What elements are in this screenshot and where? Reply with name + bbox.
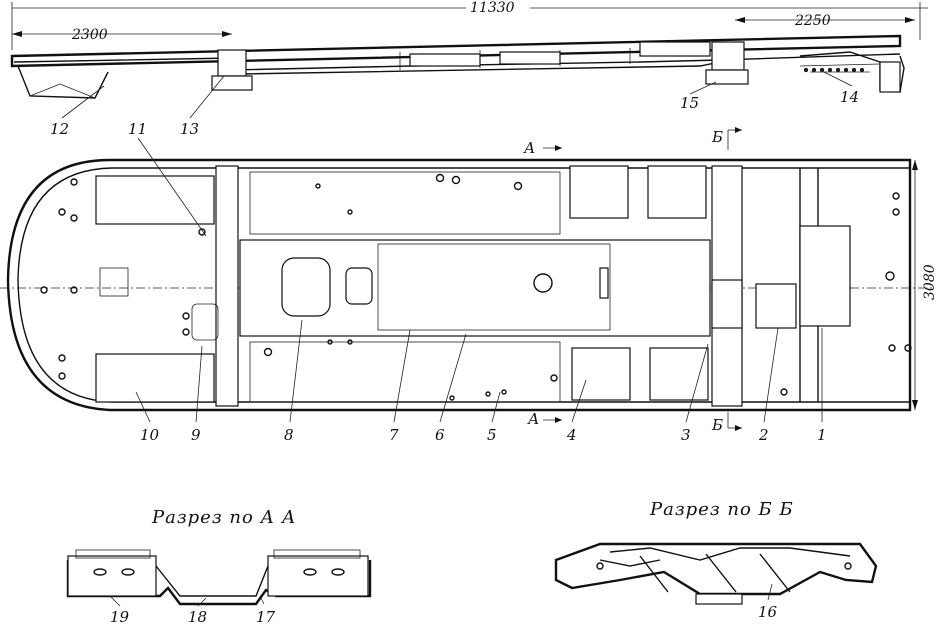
section-mark-b-bottom: Б (711, 416, 723, 434)
callout-10: 10 (140, 426, 160, 444)
section-mark-b-top: Б (711, 128, 723, 146)
callout-19: 19 (110, 608, 130, 626)
callout-1: 1 (817, 426, 827, 444)
callout-16: 16 (758, 603, 778, 621)
plan-view: А А Б Б 3080 (0, 127, 938, 434)
callout-18: 18 (188, 608, 207, 626)
side-bolt-row (803, 67, 865, 73)
dim-overall-length: 11330 (470, 0, 515, 16)
section-mark-a-bottom: А (527, 410, 539, 428)
callout-8: 8 (284, 426, 294, 444)
callout-3: 3 (681, 426, 691, 444)
dim-left-overhang: 2300 (71, 27, 108, 43)
plan-holes (40, 173, 912, 401)
section-mark-a-top: А (523, 139, 535, 157)
side-view: 11330 2300 2250 (10, 0, 928, 99)
callout-2: 2 (758, 426, 769, 444)
caption-section-bb: Разрез по Б Б (649, 499, 794, 520)
callout-6: 6 (435, 426, 445, 444)
callout-13: 13 (180, 120, 199, 138)
callout-11: 11 (128, 120, 147, 138)
callout-9: 9 (191, 426, 201, 444)
callout-labels: 1 2 3 4 5 6 7 8 9 10 11 12 13 14 15 16 1… (50, 88, 859, 626)
section-aa: Разрез по А А (66, 507, 372, 606)
section-bb: Разрез по Б Б (554, 499, 878, 605)
callout-4: 4 (566, 426, 577, 444)
callout-5: 5 (487, 426, 497, 444)
callout-12: 12 (50, 120, 69, 138)
dim-frame-width: 3080 (922, 264, 938, 300)
dim-right-overhang: 2250 (794, 13, 831, 29)
callout-7: 7 (389, 426, 399, 444)
callout-15: 15 (680, 94, 699, 112)
caption-section-aa: Разрез по А А (151, 507, 297, 528)
callout-17: 17 (256, 608, 276, 626)
leader-lines (61, 69, 853, 607)
callout-14: 14 (840, 88, 859, 106)
